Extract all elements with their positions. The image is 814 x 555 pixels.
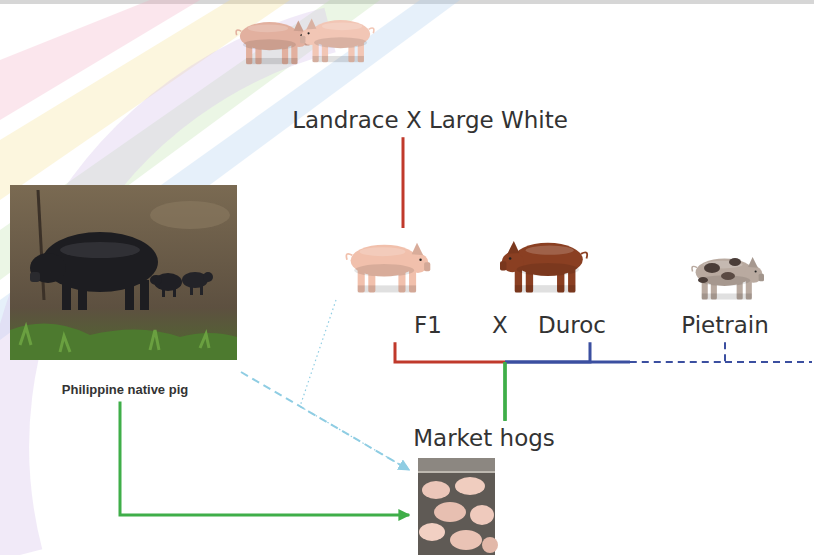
pig-label: Market hogs (413, 425, 555, 451)
connector (403, 137, 404, 228)
pig-label: Duroc (538, 312, 606, 338)
connector-line (402, 137, 405, 228)
pig-label: Pietrain (681, 312, 768, 338)
background-arc (6, 30, 330, 555)
connector (120, 401, 409, 515)
pig-label: F1 (414, 312, 442, 338)
connector (505, 342, 590, 421)
connector (300, 300, 409, 470)
cross-symbol: X (492, 312, 508, 338)
dashed-line (725, 361, 812, 363)
large-white-pig (300, 19, 374, 63)
connector-line (395, 342, 505, 362)
connector-line (504, 362, 507, 421)
pig-label: Landrace X Large White (292, 107, 568, 133)
pietrain-pig (692, 257, 764, 300)
market-hogs-photo (418, 458, 498, 555)
native-pig-photo (10, 185, 237, 360)
pig-group: Pietrain (677, 242, 772, 342)
pig-group: Market hogs (409, 421, 559, 555)
f1-pig (346, 243, 430, 293)
connector-line (505, 342, 590, 362)
connector (505, 342, 725, 421)
landrace-pig (236, 21, 310, 65)
connector-line (504, 362, 507, 421)
connector-line (300, 300, 409, 470)
connector (241, 372, 409, 470)
connector-line (505, 361, 630, 364)
pig-label: Philippine native pig (62, 383, 188, 398)
connector-line (120, 401, 409, 515)
pig-group: F1 (336, 228, 446, 342)
pig-group: Philippine native pig (6, 181, 241, 401)
connector-line (241, 372, 409, 470)
pig-group: Landrace X Large White (228, 0, 572, 137)
connector (395, 342, 505, 421)
pig-group: Duroc (496, 222, 610, 342)
top-bar (0, 0, 814, 4)
connector-line (630, 342, 725, 362)
duroc-pig (500, 241, 587, 293)
connector-line (504, 362, 507, 421)
